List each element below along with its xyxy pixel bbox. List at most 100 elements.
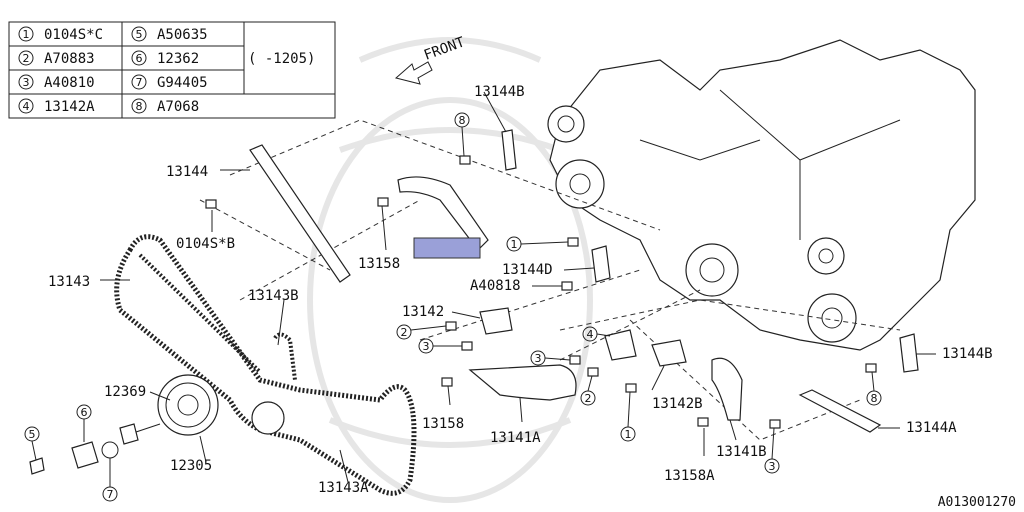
callout-6[interactable]: 6 [76,404,92,442]
legend-num: 4 [23,100,30,113]
callout-number: 7 [107,488,114,501]
callout-circle-6 [131,50,147,66]
label-13143[interactable]: 13143 [48,274,90,290]
legend-row-1: 1 0104S*C 5 A50635 [18,26,208,43]
pulley-bolt [119,423,161,445]
legend-date-note: ( -1205) [248,51,315,67]
engine-block [547,39,976,351]
label-12369[interactable]: 12369 [104,384,146,400]
callout-number: 6 [81,406,88,419]
cam-sprocket-upper-left [547,105,585,143]
callout-5[interactable]: 5 [24,426,40,461]
legend-row-4: 4 13142A 8 A7068 [18,98,199,115]
legend-row-2: 2 A70883 6 12362 [18,50,199,67]
legend-code[interactable]: G94405 [157,75,208,91]
callout-8-right[interactable]: 8 [866,371,882,406]
legend-num: 5 [136,28,143,41]
label-13141B[interactable]: 13141B [716,444,767,460]
callout-1-mid[interactable]: 1 [506,236,569,252]
callout-number: 1 [625,428,632,441]
legend-table: 1 0104S*C 5 A50635 2 A70883 6 12362 3 A4… [8,21,336,119]
legend-code[interactable]: 13142A [44,99,95,115]
label-12305[interactable]: 12305 [170,458,212,474]
timing-belt [114,234,417,496]
label-13158-upper[interactable]: 13158 [358,256,400,272]
callout-circle-1 [18,26,34,42]
legend-code[interactable]: A7068 [157,99,199,115]
legend-code[interactable]: A40810 [44,75,95,91]
label-0104SB[interactable]: 0104S*B [176,236,235,252]
label-13158-lower[interactable]: 13158 [422,416,464,432]
tensioner-bracket [604,329,637,361]
leader-lines [100,91,936,483]
callout-3-mid[interactable]: 3 [530,350,571,366]
figure-code: A013001270 [938,495,1016,510]
label-13158A[interactable]: 13158A [664,468,715,484]
bracket-13144D [591,245,611,283]
belt-guide-13144B-top [501,129,517,171]
label-13144B-top[interactable]: 13144B [474,84,525,100]
callout-number: 5 [29,428,36,441]
callout-number: 2 [585,392,592,405]
cam-sprocket-lower-left [555,159,605,209]
legend-code[interactable]: A50635 [157,27,208,43]
legend-num: 2 [23,52,30,65]
tensioner-13142B [651,339,687,367]
callout-number: 2 [401,326,408,339]
legend-num: 8 [136,100,143,113]
label-13143A[interactable]: 13143A [318,480,369,496]
callout-circle-4 [18,98,34,114]
tensioner-arm-13141A [468,364,577,401]
belt-guide-13144A [798,389,882,433]
legend-num: 3 [23,76,30,89]
label-13144B-right[interactable]: 13144B [942,346,993,362]
tensioner-13142 [479,307,513,335]
label-13143B[interactable]: 13143B [248,288,299,304]
callout-number: 8 [871,392,878,405]
callout-number: 1 [511,238,518,251]
label-13144D[interactable]: 13144D [502,262,553,278]
legend-code[interactable]: 12362 [157,51,199,67]
label-13141A[interactable]: 13141A [490,430,541,446]
crank-sprocket [685,243,739,297]
cam-sprocket-lower-right [807,293,857,343]
legend-code[interactable]: A70883 [44,51,95,67]
legend-num: 7 [136,76,143,89]
cam-sprocket-upper-right [807,237,845,275]
callout-8-top[interactable]: 8 [454,112,470,157]
label-13144[interactable]: 13144 [166,164,208,180]
callout-number: 3 [535,352,542,365]
callout-1-low[interactable]: 1 [620,391,636,442]
callout-number: 4 [587,328,594,341]
crank-pulley [157,374,285,436]
legend-num: 1 [23,28,30,41]
front-arrow-icon [394,61,433,85]
watermark-emblem [307,37,593,503]
callout-circle-2 [18,50,34,66]
label-13142B[interactable]: 13142B [652,396,703,412]
callout-2-mid[interactable]: 2 [580,375,596,406]
belt-cover-13144 [249,144,351,283]
legend-num: 6 [136,52,143,65]
highlighted-part-region[interactable] [413,237,481,259]
fasteners [205,155,877,429]
legend-code[interactable]: 0104S*C [44,27,103,43]
sensor-assembly [29,441,119,475]
belt-guide-13144B-right [899,333,919,373]
label-13144A[interactable]: 13144A [906,420,957,436]
callout-circle-5 [131,26,147,42]
belt-idler-13141B [711,357,743,421]
callout-circle-8 [131,98,147,114]
callout-number: 3 [423,340,430,353]
callout-7[interactable]: 7 [102,458,118,502]
label-13142[interactable]: 13142 [402,304,444,320]
callout-circle-7 [131,74,147,90]
label-A40818[interactable]: A40818 [470,278,521,294]
callout-3-left[interactable]: 3 [418,338,462,354]
callout-4[interactable]: 4 [582,326,611,342]
callout-2-left[interactable]: 2 [396,324,447,340]
callout-3-low[interactable]: 3 [764,427,780,474]
callout-number: 3 [769,460,776,473]
